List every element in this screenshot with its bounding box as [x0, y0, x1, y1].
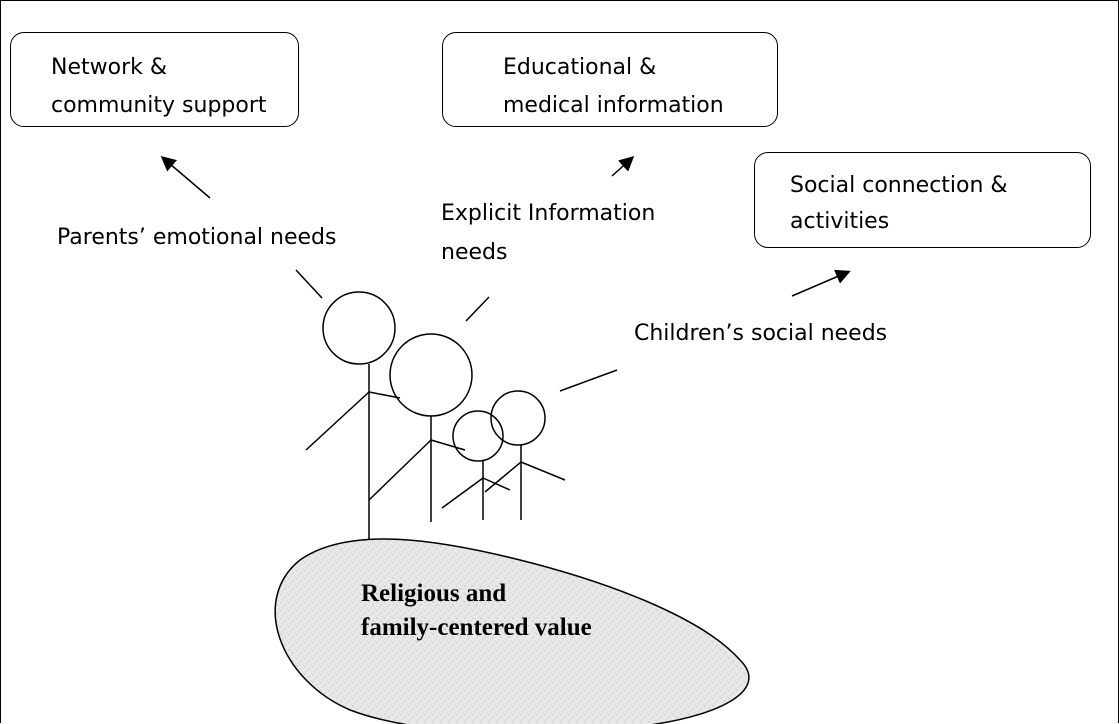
explicit-speech-line [465, 296, 490, 322]
child-figure-1 [441, 410, 511, 520]
arrow-to-social [791, 269, 851, 297]
base-value-line1: Religious and [361, 580, 507, 607]
social-box-line2: activities [790, 209, 890, 234]
childrens-social-needs-label: Children’s social needs [634, 321, 888, 346]
network-box-line1: Network & [51, 55, 168, 80]
network-community-box [10, 32, 299, 127]
children-speech-line [559, 369, 618, 392]
explicit-information-label-line2: needs [441, 240, 508, 265]
arrow-to-educational [611, 155, 635, 177]
hill-shape [274, 538, 750, 724]
arrow-to-network [160, 156, 211, 199]
social-connection-box [754, 152, 1091, 248]
child-figure-2 [484, 390, 566, 520]
base-value-line2: family-centered value [361, 614, 592, 641]
educational-medical-box [442, 32, 778, 127]
explicit-information-label-line1: Explicit Information [441, 201, 656, 226]
educational-box-line2: medical information [503, 93, 724, 118]
parent-figure-2 [368, 333, 473, 522]
emotional-speech-line [295, 269, 323, 299]
educational-box-line1: Educational & [503, 55, 657, 80]
network-box-line2: community support [51, 93, 267, 118]
parent-figure-1 [305, 291, 401, 540]
social-box-line1: Social connection & [790, 173, 1008, 198]
parents-emotional-needs-label: Parents’ emotional needs [57, 225, 337, 250]
